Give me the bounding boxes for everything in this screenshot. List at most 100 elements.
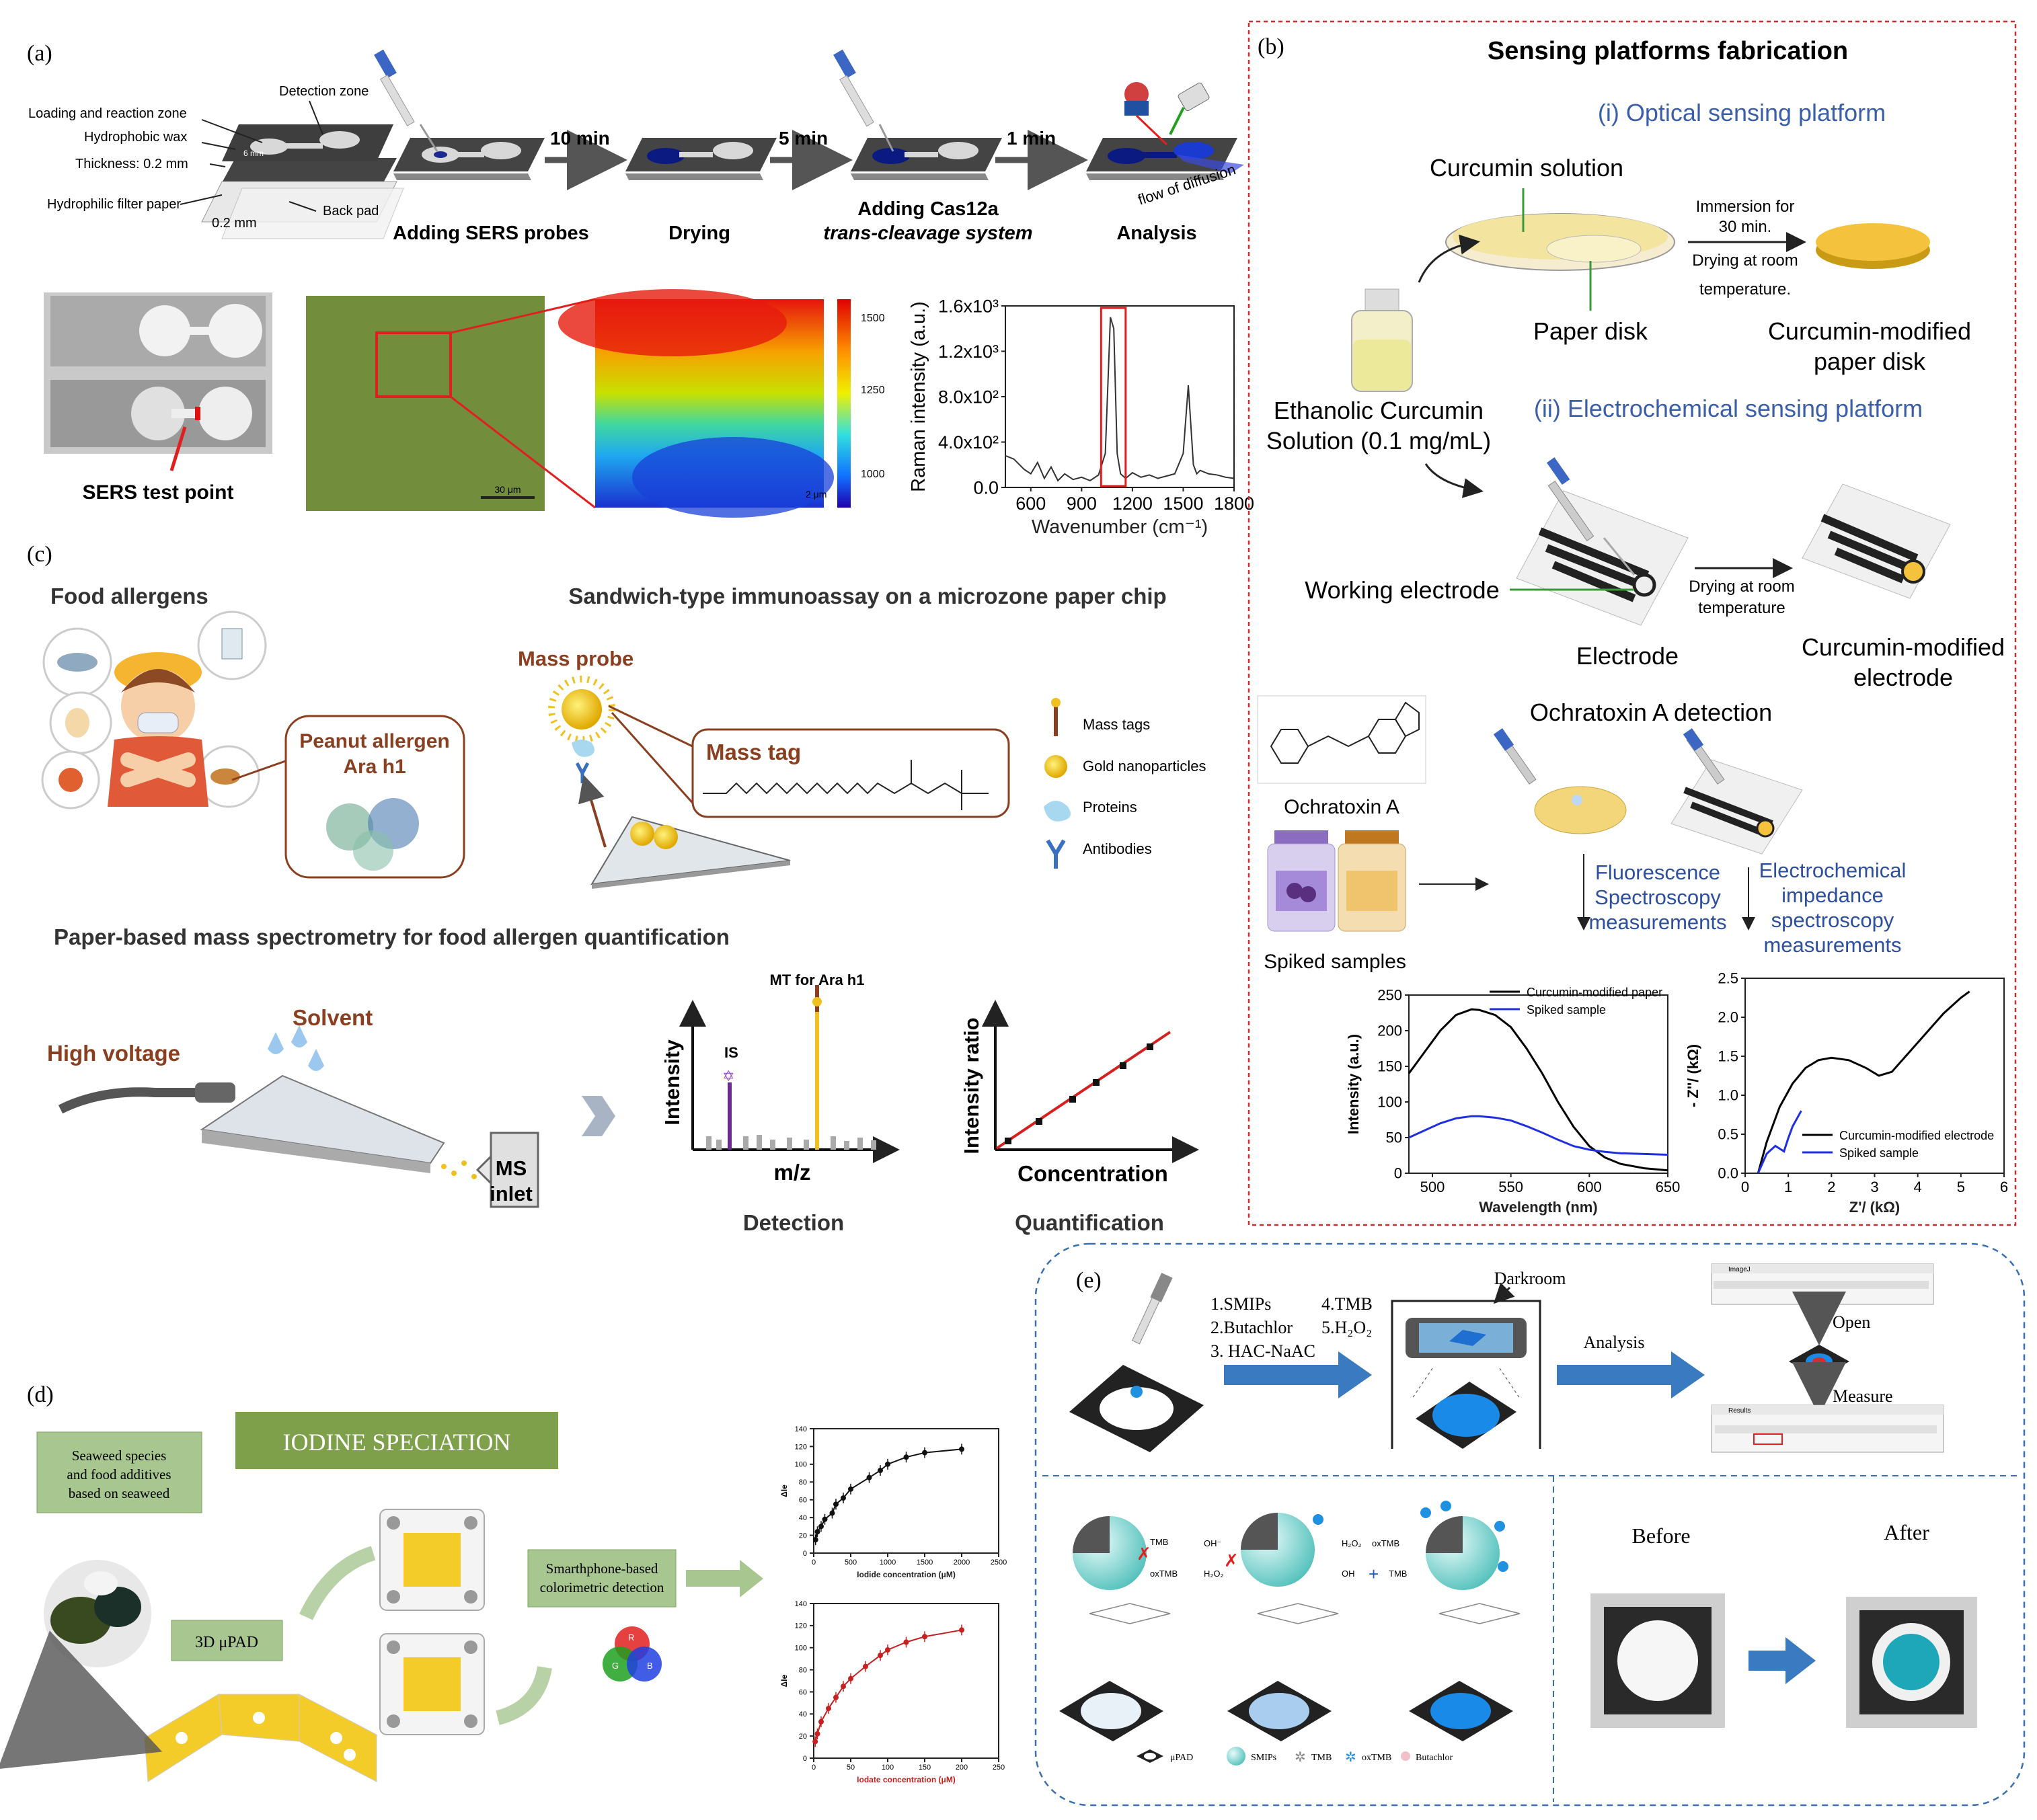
nyquistChart-xtick-label: 4	[1914, 1179, 1922, 1195]
d-seaweed2: and food additives	[67, 1466, 171, 1482]
results-window: Results	[1711, 1404, 1944, 1453]
ramanChart-xtick-label: 1200	[1112, 493, 1153, 514]
nyquistChart-xtick-label: 0	[1741, 1179, 1749, 1195]
c-mass-tag: Mass tag	[706, 740, 801, 764]
rgb-icon: R G B	[603, 1626, 662, 1681]
smartphone-box	[527, 1549, 677, 1608]
darkroom-box	[1391, 1282, 1541, 1449]
iodideChart-xtick-label: 0	[812, 1558, 816, 1567]
micrograph: 30 μm	[306, 296, 596, 511]
b-eis3: spectroscopy	[1771, 908, 1894, 932]
step-arrows: 10 min 5 min 1 min	[545, 128, 1088, 190]
b-ethanolic2: Solution (0.1 mg/mL)	[1266, 427, 1491, 454]
tmb-icon: ✲	[1295, 1750, 1306, 1765]
cross-icon-1: ✗	[1137, 1544, 1151, 1564]
nyquistChart-ylabel: - Z''/ (kΩ)	[1685, 1044, 1701, 1107]
e-r3: 3. HAC-NaAC	[1210, 1341, 1315, 1361]
quantification-plot: Intensity ratio Concentration Quantifica…	[960, 1000, 1199, 1235]
label-thickness: Thickness: 0.2 mm	[75, 157, 188, 171]
iodideChart-ytick-label: 40	[799, 1514, 807, 1522]
c-ms2: inlet	[490, 1182, 533, 1205]
fluorChart-xtick-label: 600	[1577, 1179, 1602, 1195]
step-chips: flow of diffusion	[374, 49, 1244, 208]
iodateChart-ytick-label: 100	[795, 1645, 807, 1653]
mechanism-scheme: ✗ ✗ TMB oxTMB OH⁻ H₂O₂ H₂O₂ oxTMB OH TMB…	[1059, 1501, 1521, 1741]
iodateChart-xtick-label: 200	[956, 1764, 968, 1772]
b-mod-disk2: paper disk	[1814, 348, 1926, 375]
b-fluor1: Fluorescence	[1595, 861, 1720, 884]
d-smart2: colorimetric detection	[540, 1579, 664, 1595]
c-peanut1: Peanut allergen	[299, 730, 449, 752]
iodideChart-xlabel: Iodide concentration (μM)	[857, 1570, 956, 1579]
iodideChart-xtick-label: 1500	[917, 1558, 933, 1567]
ramanChart-xtick-label: 1800	[1214, 493, 1254, 514]
step-label-3a: Adding Cas12a	[857, 198, 999, 220]
plus-icon: +	[1369, 1564, 1379, 1584]
iodateChart-ytick-label: 80	[799, 1666, 807, 1674]
fluorChart-legend-label: Curcumin-modified paper	[1527, 986, 1662, 999]
iodateChart-ytick-label: 0	[803, 1755, 807, 1763]
pipette-icon-2	[833, 49, 894, 152]
seaweed-photo	[44, 1560, 151, 1667]
b-electro: (ii) Electrochemical sensing platform	[1534, 395, 1923, 422]
chem-oxtmb2: oxTMB	[1372, 1538, 1399, 1548]
b-spiked: Spiked samples	[1264, 951, 1406, 973]
mass-probe-icon	[548, 676, 615, 783]
b-fluor3: measurements	[1588, 910, 1726, 934]
fluorChart-series-line-0	[1408, 1008, 1668, 1172]
legend-tmb: TMB	[1311, 1753, 1332, 1763]
panel-label-e: (e)	[1076, 1268, 1102, 1293]
nyquistChart-xtick-label: 2	[1827, 1179, 1835, 1195]
ramanChart-frame	[1005, 305, 1235, 488]
ramanChart-ytick-label: 4.0x10²	[938, 432, 999, 452]
rgb-r: R	[628, 1632, 634, 1643]
e-darkroom: Darkroom	[1494, 1269, 1566, 1288]
b-eis2: impedance	[1781, 883, 1884, 907]
step-label-1: Adding SERS probes	[393, 223, 589, 244]
iodideChart-ytick-label: 60	[799, 1497, 807, 1505]
iodideChart-xtick-label: 2500	[991, 1558, 1007, 1567]
fluorChart-ytick-label: 200	[1377, 1023, 1402, 1039]
c-mt-label: MT for Ara h1	[770, 972, 865, 988]
e-r1: 1.SMIPs	[1210, 1294, 1271, 1314]
chem-oh2: OH	[1342, 1569, 1355, 1579]
clamp-device-bottom	[379, 1633, 485, 1735]
paper-chip-triangle	[578, 775, 791, 889]
c-ms1: MS	[496, 1156, 527, 1180]
b-fluor2: Spectroscopy	[1594, 885, 1721, 909]
fluorChart-ytick-label: 100	[1377, 1094, 1402, 1111]
chem-h2o2b: H₂O₂	[1342, 1538, 1362, 1548]
c-mass-probe: Mass probe	[518, 647, 633, 670]
iodideChart-ytick-label: 120	[795, 1443, 807, 1451]
detection-electrode	[1670, 728, 1803, 855]
b-drying2: temperature.	[1699, 280, 1791, 299]
c-is: IS	[724, 1044, 738, 1061]
pipette-icon-b	[1546, 457, 1636, 576]
iodateChart-ytick-label: 120	[795, 1622, 807, 1630]
iodateChart-xtick-label: 250	[993, 1764, 1005, 1772]
scale-2: 2 μm	[806, 489, 827, 500]
ramanChart-xtick-label: 900	[1067, 493, 1097, 514]
mass-tag-box	[691, 728, 1010, 818]
step-label-4: Analysis	[1116, 223, 1196, 244]
e-after: After	[1884, 1520, 1929, 1544]
petri-dish	[1445, 188, 1675, 311]
c-sandwich: Sandwich-type immunoassay on a microzone…	[568, 584, 1166, 608]
step-label-3b: trans-cleavage system	[823, 223, 1032, 244]
b-eis4: measurements	[1763, 933, 1901, 957]
chem-tmb2: TMB	[1389, 1569, 1407, 1579]
ms-inlet	[475, 1132, 539, 1208]
time-1: 1 min	[1007, 128, 1056, 149]
iodateChart-xtick-label: 0	[812, 1764, 816, 1772]
oxtmb-icon: ✲	[1345, 1750, 1356, 1765]
electrode-bare	[1510, 457, 1689, 626]
d-upad: 3D μPAD	[195, 1634, 258, 1651]
legend-proteins: Proteins	[1083, 799, 1137, 816]
iodideChart-frame	[813, 1428, 999, 1554]
nyquistChart-ytick-label: 1.5	[1718, 1048, 1738, 1065]
protein-structure	[326, 798, 419, 871]
nyquistChart-series-line-1	[1757, 1110, 1802, 1174]
b-title: Sensing platforms fabrication	[1488, 37, 1848, 65]
